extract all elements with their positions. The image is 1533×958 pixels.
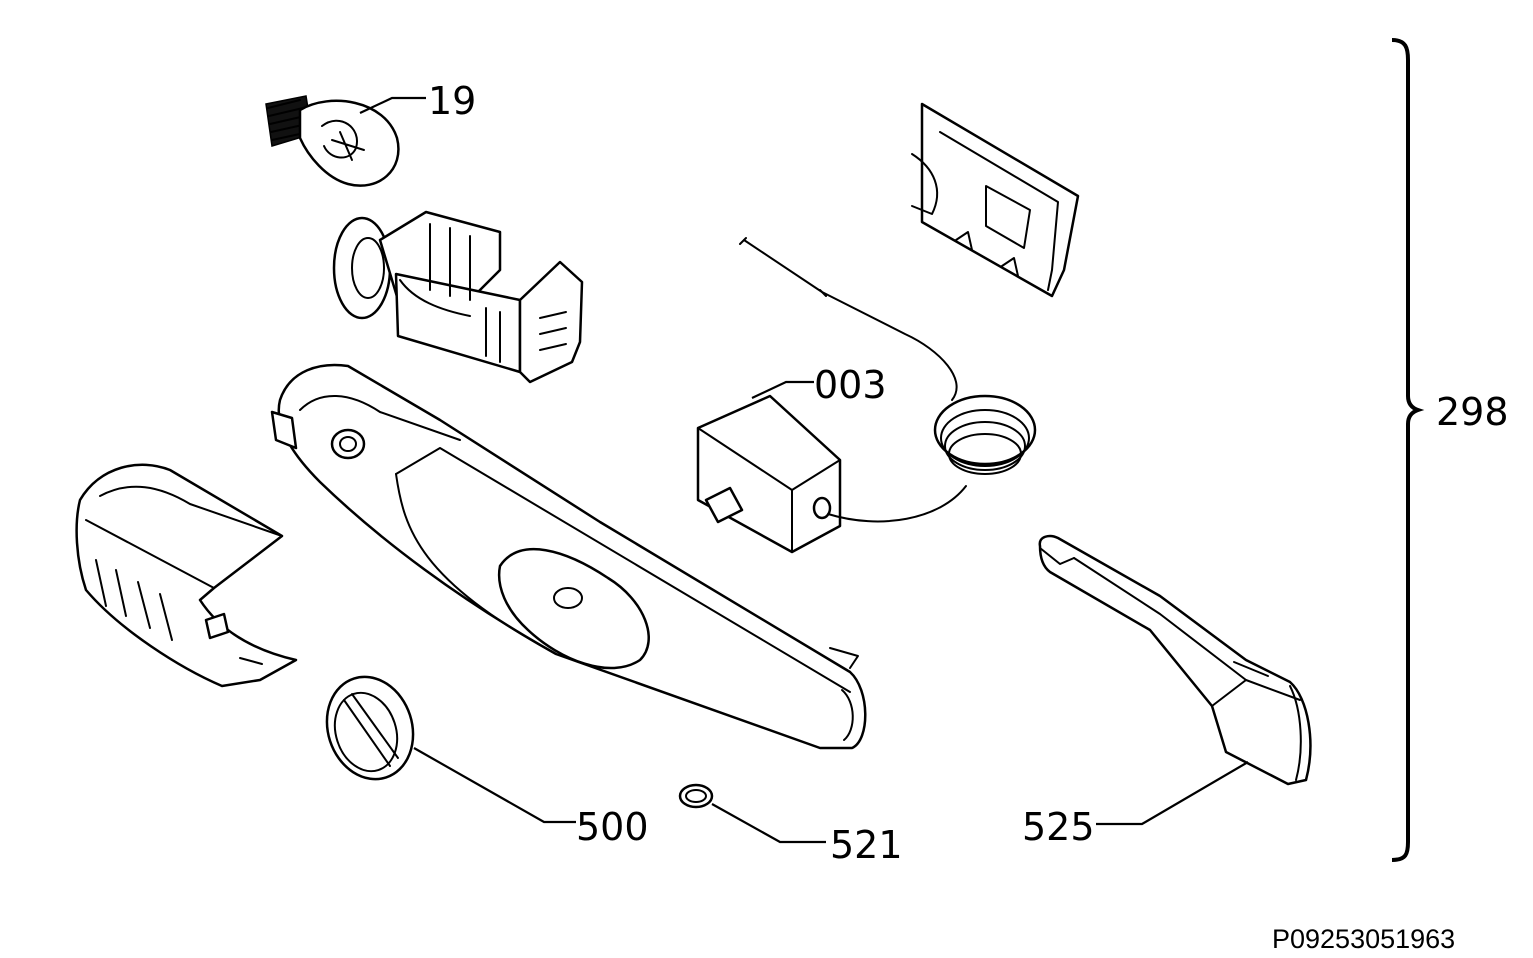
- callout-500: 500: [576, 805, 649, 849]
- leader-line-525: [1096, 761, 1249, 826]
- callout-521: 521: [830, 823, 903, 867]
- lamp-cover-part: [75, 463, 298, 688]
- callout-525: 525: [1022, 805, 1095, 849]
- callout-19: 19: [428, 79, 476, 123]
- knob-part: [325, 675, 415, 781]
- handle-cover-part: [1038, 534, 1312, 786]
- kit-brace: [1391, 38, 1425, 862]
- leader-line-521: [711, 803, 826, 844]
- drawing-code: P09253051963: [1272, 924, 1455, 954]
- leader-line-500: [413, 747, 576, 824]
- thermostat-part: [696, 237, 1037, 554]
- lamp-holder-switch-part: [332, 210, 584, 384]
- callout-298: 298: [1436, 390, 1509, 434]
- callout-003: 003: [814, 363, 887, 407]
- leader-line-003: [751, 380, 814, 399]
- mounting-plate-part: [911, 102, 1080, 298]
- control-housing-part: [270, 363, 867, 750]
- ring-part: [678, 783, 714, 809]
- leader-line-19: [359, 96, 426, 114]
- light-bulb-part: [265, 95, 400, 187]
